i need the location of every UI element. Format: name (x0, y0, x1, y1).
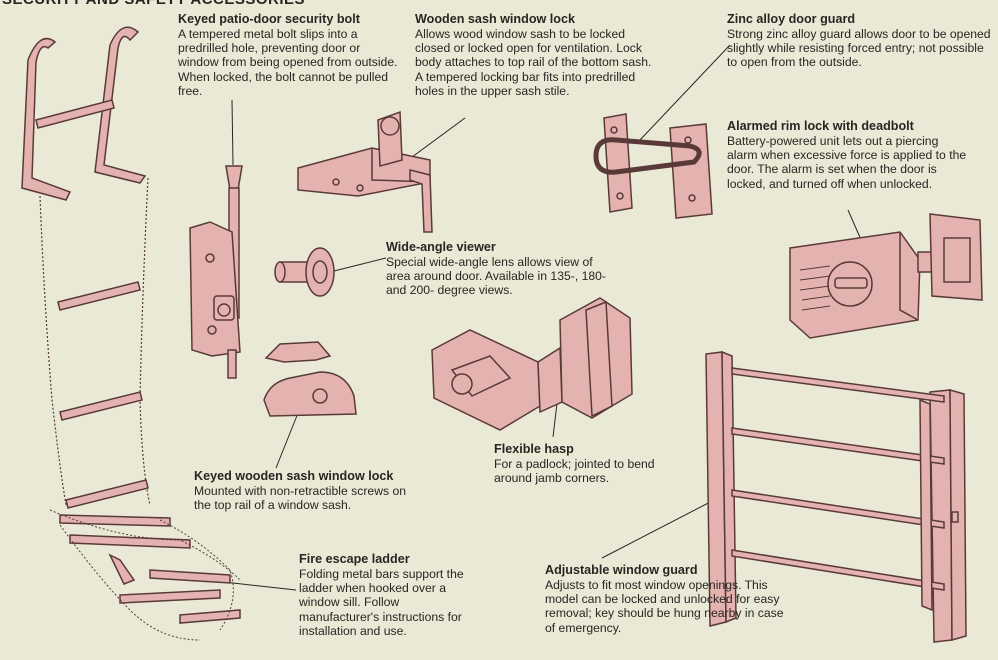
wide-angle-viewer (274, 247, 335, 297)
caption-title: Keyed wooden sash window lock (194, 469, 394, 483)
caption-text: A tempered metal bolt slips into a predr… (178, 27, 398, 98)
caption-title: Flexible hasp (494, 442, 574, 456)
patio-door-bolt (189, 165, 243, 379)
caption-rim-lock: Alarmed rim lock with deadbolt Battery-p… (727, 119, 967, 191)
caption-text: Folding metal bars support the ladder wh… (299, 567, 464, 638)
caption-text: Battery-powered unit lets out a piercing… (727, 134, 967, 191)
caption-patio-bolt: Keyed patio-door security bolt A tempere… (178, 12, 403, 98)
caption-title: Alarmed rim lock with deadbolt (727, 119, 914, 133)
caption-text: Mounted with non-retractible screws on t… (194, 484, 407, 513)
alarmed-rim-lock (789, 213, 983, 339)
caption-title: Fire escape ladder (299, 552, 410, 566)
caption-hasp: Flexible hasp For a padlock; jointed to … (494, 442, 684, 485)
caption-text: Special wide-angle lens allows view of a… (386, 255, 606, 298)
caption-keyed-sash: Keyed wooden sash window lock Mounted wi… (194, 469, 424, 512)
leader-lines (223, 44, 863, 591)
caption-text: For a padlock; jointed to bend around ja… (494, 457, 655, 486)
caption-text: Strong zinc alloy guard allows door to b… (727, 27, 991, 70)
caption-door-guard: Zinc alloy door guard Strong zinc alloy … (727, 12, 993, 70)
flexible-hasp (431, 297, 633, 431)
zinc-door-guard (593, 113, 713, 219)
caption-window-guard: Adjustable window guard Adjusts to fit m… (545, 563, 795, 635)
caption-title: Adjustable window guard (545, 563, 698, 577)
caption-title: Wooden sash window lock (415, 12, 576, 26)
caption-viewer: Wide-angle viewer Special wide-angle len… (386, 240, 616, 298)
caption-title: Wide-angle viewer (386, 240, 496, 254)
wooden-sash-lock (297, 110, 433, 233)
caption-title: Keyed patio-door security bolt (178, 12, 360, 26)
caption-text: Allows wood window sash to be locked clo… (415, 27, 652, 98)
caption-sash-lock: Wooden sash window lock Allows wood wind… (415, 12, 655, 98)
caption-ladder: Fire escape ladder Folding metal bars su… (299, 552, 477, 638)
page-title: SECURITY AND SAFETY ACCESSORIES (2, 0, 305, 8)
caption-text: Adjusts to fit most window openings. Thi… (545, 578, 784, 635)
adjustable-window-guard (705, 350, 967, 643)
keyed-sash-lock (263, 341, 357, 417)
caption-title: Zinc alloy door guard (727, 12, 856, 26)
fire-escape-ladder (21, 26, 241, 641)
